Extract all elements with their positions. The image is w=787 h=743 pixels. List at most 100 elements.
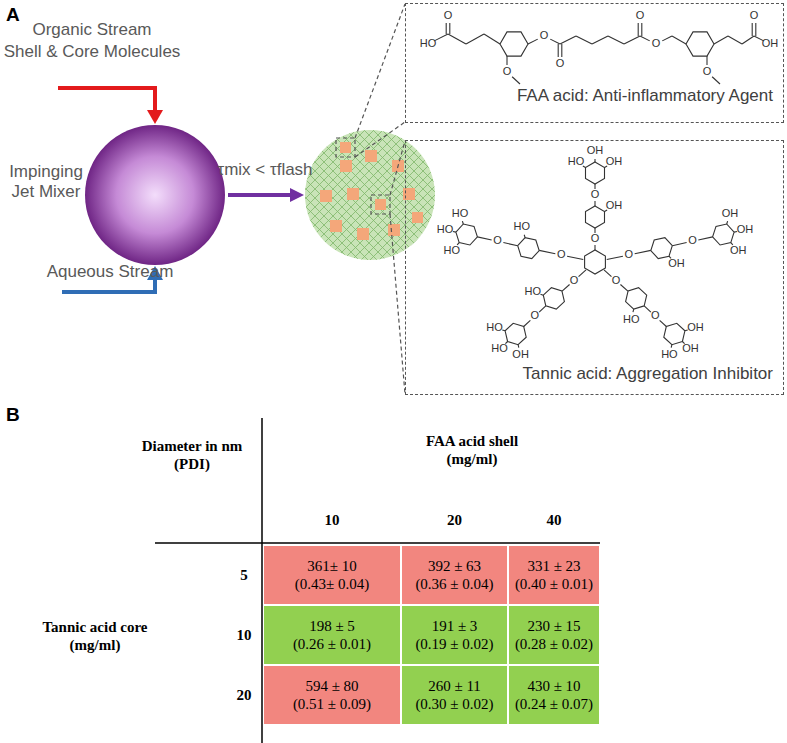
table-header: Tannic acid core (mg/ml) — [40, 618, 150, 654]
row-header: 5 — [240, 566, 248, 584]
box-caption: Tannic acid: Aggregation Inhibitor — [523, 364, 773, 384]
bond-line — [635, 250, 651, 253]
table-cell: 361± 10(0.43± 0.04) — [264, 546, 400, 604]
table-header: FAA acid shell (mg/ml) — [410, 432, 535, 468]
bond-line — [698, 237, 712, 240]
pdi-value: (0.36 ± 0.04) — [415, 575, 493, 593]
atom-label: OH — [512, 349, 529, 362]
table-cell: 331 ± 23(0.40 ± 0.01) — [509, 546, 599, 604]
table-cell: 430 ± 10(0.24 ± 0.07) — [509, 666, 599, 724]
bond-line — [592, 36, 608, 44]
box-caption: FAA acid: Anti-inflammatory Agent — [517, 86, 773, 106]
bond-line — [752, 23, 753, 36]
atom-label: O — [612, 274, 621, 287]
diameter-value: 198 ± 5 — [309, 617, 355, 635]
bond-line — [448, 34, 466, 44]
table-cell: 191 ± 3(0.19 ± 0.02) — [402, 606, 507, 664]
atom-label: OH — [730, 244, 747, 257]
bond-line — [484, 34, 500, 44]
bond-line — [560, 36, 576, 44]
bond-line — [594, 184, 595, 189]
atom-label: HO — [525, 285, 542, 298]
atom-label: O — [591, 188, 600, 201]
bond-line — [640, 36, 650, 41]
atom-label: OH — [606, 199, 623, 212]
bond-line — [558, 44, 559, 57]
bond-line — [714, 36, 728, 44]
atom-label: O — [540, 29, 549, 42]
bond-line — [712, 77, 720, 84]
diameter-value: 230 ± 15 — [527, 617, 580, 635]
atom-label: OH — [682, 342, 699, 355]
row-header: 20 — [237, 686, 252, 704]
bond-line — [604, 270, 611, 277]
callout-box: FAA acid: Anti-inflammatory Agent — [405, 3, 784, 123]
atom-label: O — [636, 9, 645, 22]
callout-box: Tannic acid: Aggregation Inhibitor — [405, 140, 784, 395]
atom-label: O — [493, 235, 502, 248]
atom-label: O — [624, 248, 633, 261]
bond-line — [561, 44, 562, 57]
pdi-value: (0.24 ± 0.07) — [515, 695, 593, 713]
atom-label: OH — [762, 37, 779, 50]
bond-line — [524, 320, 531, 326]
bond-line — [446, 23, 447, 34]
bond-line — [742, 36, 754, 44]
bond-line — [672, 36, 686, 44]
table-cell: 230 ± 15(0.28 ± 0.02) — [509, 606, 599, 664]
bond-line — [503, 243, 517, 246]
atom-label: HO — [452, 207, 469, 220]
atom-label: O — [703, 65, 712, 78]
atom-label: O — [503, 65, 512, 78]
column-header: 40 — [547, 511, 562, 529]
ring — [456, 224, 478, 245]
ring — [586, 206, 605, 228]
mixer-label: Impinging Jet Mixer — [1, 162, 91, 203]
row-header: 10 — [237, 626, 252, 644]
pdi-value: (0.19 ± 0.02) — [415, 635, 493, 653]
ring — [518, 238, 540, 259]
table-cell: 392 ± 63(0.36 ± 0.04) — [402, 546, 507, 604]
table-cell: 260 ± 11(0.30 ± 0.02) — [402, 666, 507, 724]
bond-line — [506, 56, 507, 65]
atom-label: HO — [568, 155, 585, 168]
bond-line — [576, 36, 592, 44]
atom-label: HO — [437, 223, 454, 236]
atom-label: O — [750, 9, 759, 22]
ring — [626, 288, 647, 309]
ring — [543, 288, 564, 309]
bond-line — [518, 345, 520, 348]
bond-line — [594, 228, 595, 233]
bond-line — [462, 221, 464, 224]
atom-label: OH — [668, 258, 685, 271]
atom-label: O — [530, 310, 539, 323]
diameter-value: 191 ± 3 — [432, 617, 478, 635]
bond-line — [728, 36, 742, 44]
bond-line — [594, 159, 595, 162]
atom-label: HO — [486, 321, 503, 334]
diameter-value: 594 ± 80 — [305, 677, 358, 695]
atom-label: HO — [661, 349, 678, 362]
ring — [686, 32, 714, 56]
table-cell: 198 ± 5(0.26 ± 0.01) — [264, 606, 400, 664]
pdi-value: (0.51 ± 0.09) — [293, 695, 371, 713]
bond-line — [434, 34, 448, 41]
bond-line — [550, 39, 560, 44]
atom-label: O — [652, 37, 661, 50]
stream-label: Aqueous Stream — [30, 262, 190, 282]
atom-label: O — [688, 235, 697, 248]
column-header: 20 — [447, 511, 462, 529]
atom-label: OH — [722, 207, 739, 220]
bond-line — [594, 201, 595, 206]
bond-line — [477, 237, 491, 240]
bond-line — [539, 250, 555, 253]
bond-line — [567, 256, 583, 259]
bond-line — [594, 245, 595, 250]
diameter-value: 331 ± 23 — [527, 557, 580, 575]
pdi-value: (0.30 ± 0.02) — [415, 695, 493, 713]
atom-label: O — [570, 274, 579, 287]
column-header: 10 — [325, 511, 340, 529]
bond-line — [672, 243, 686, 246]
bond-line — [528, 39, 538, 44]
